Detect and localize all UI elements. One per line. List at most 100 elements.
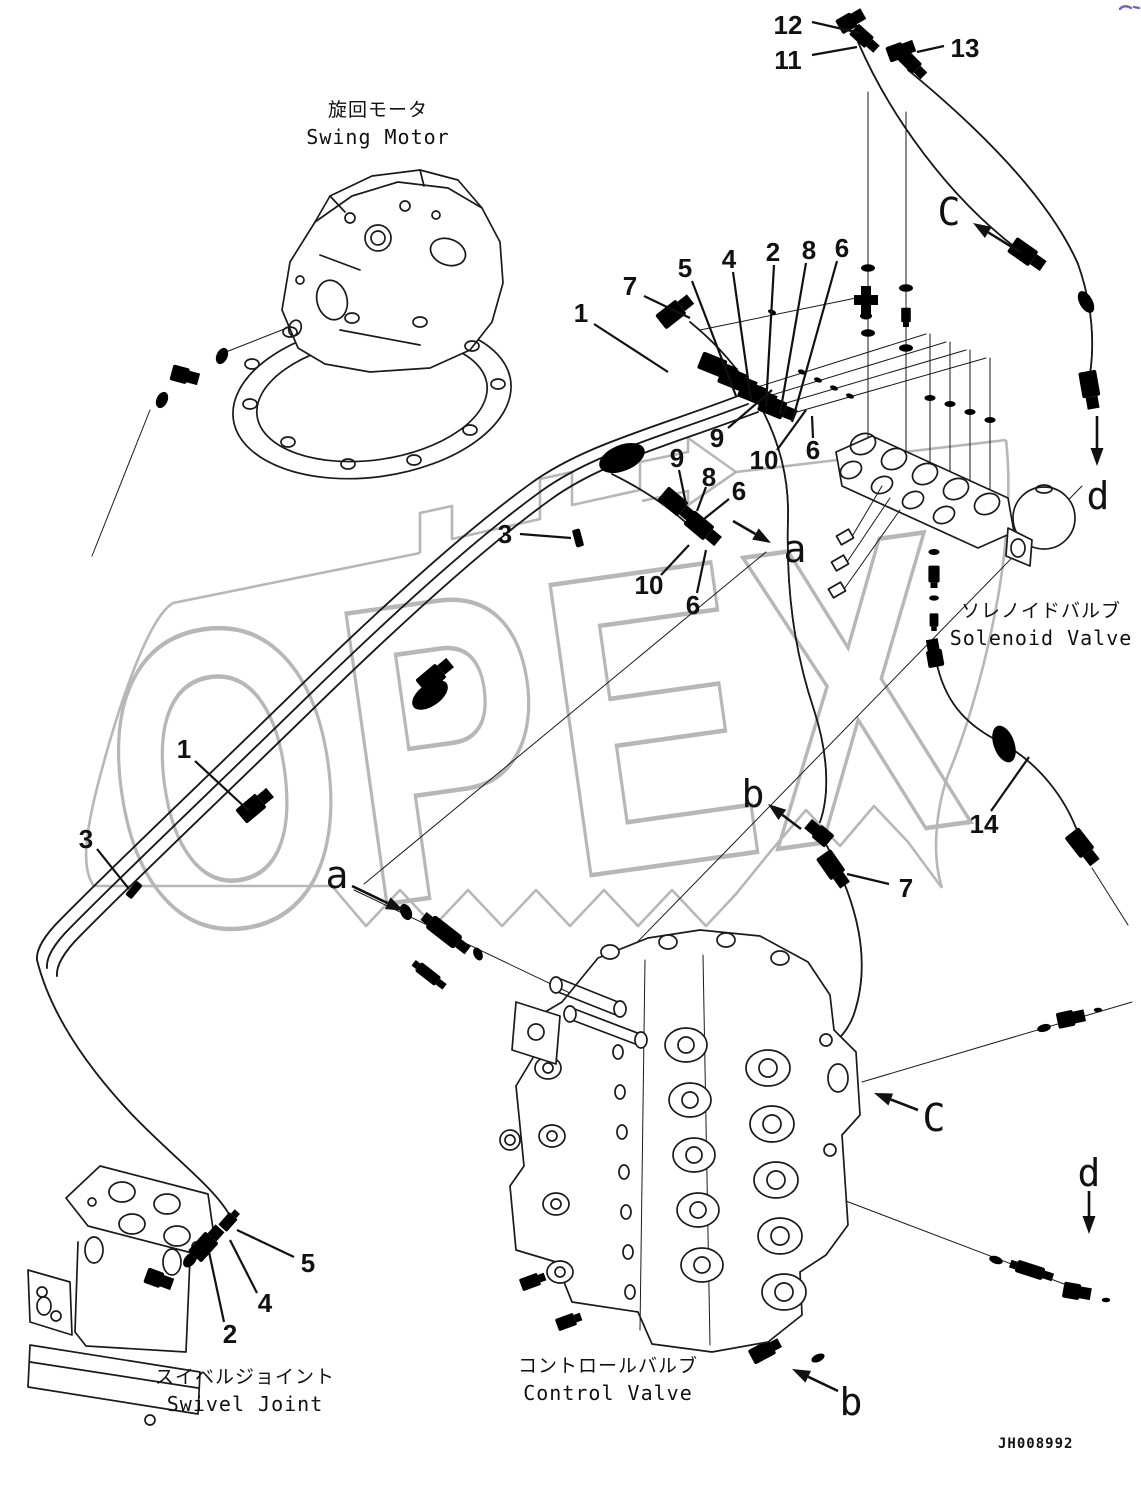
callout-6: 6: [806, 435, 820, 465]
callout-10: 10: [750, 445, 779, 475]
callout-leader-4: [731, 271, 753, 401]
view-arrowhead-a: [384, 897, 404, 911]
callout-14: 14: [970, 809, 999, 839]
pen-mark: [1118, 5, 1141, 11]
view-letter-b: b: [840, 1380, 863, 1424]
control-valve-label: コントロールバルブ Control Valve: [518, 1353, 698, 1407]
callout-leader-7: [846, 872, 890, 886]
view-letter-b: b: [742, 772, 765, 816]
callout-3: 3: [498, 519, 512, 549]
solenoid-valve-label: ソレノイドバルブ Solenoid Valve: [950, 598, 1133, 652]
view-letter-C: C: [923, 1096, 946, 1140]
view-arrowhead-a: [752, 528, 771, 543]
view-arrow-C: [987, 231, 1021, 254]
callout-5: 5: [678, 253, 692, 283]
callout-leader-10: [660, 544, 690, 576]
callout-leader-6: [703, 498, 730, 520]
callout-2: 2: [223, 1319, 237, 1349]
drawing-number: JH008992: [998, 1436, 1074, 1452]
callout-4: 4: [722, 244, 737, 274]
view-arrowhead-b: [792, 1369, 812, 1383]
watermark-border-top: [172, 551, 421, 605]
view-letter-a: a: [326, 853, 349, 897]
view-arrowhead-d: [1082, 1216, 1096, 1234]
control-valve-drawing: [499, 929, 861, 1353]
callout-6: 6: [835, 233, 849, 263]
view-letter-C: C: [938, 190, 961, 234]
callout-leader-6: [695, 549, 708, 594]
view-letter-d: d: [1078, 1151, 1101, 1195]
callout-10: 10: [635, 570, 664, 600]
watermark-text: OPEX: [76, 439, 992, 1030]
callout-leader-1: [194, 760, 250, 812]
view-arrow-C: [890, 1098, 919, 1112]
callout-9: 9: [670, 443, 684, 473]
swivel-joint-label-jp: スイベルジョイント: [154, 1366, 336, 1388]
callout-leader-7: [643, 295, 691, 319]
callout-leader-3: [519, 532, 572, 540]
callout-9: 9: [710, 423, 724, 453]
swing-motor-label-en: Swing Motor: [306, 125, 450, 149]
callout-12: 12: [774, 10, 803, 40]
callout-leader-9: [677, 469, 688, 505]
line-art: [27, 6, 1133, 1426]
callout-leader-8: [695, 486, 708, 512]
opex-watermark: OPEX: [75, 436, 1010, 1032]
callout-leader-9: [727, 389, 773, 429]
swivel-joint-drawing: [27, 1165, 242, 1426]
callout-8: 8: [802, 235, 816, 265]
callout-6: 6: [686, 590, 700, 620]
callout-leader-13: [916, 44, 945, 54]
callout-leader-2: [207, 1251, 226, 1323]
view-arrow-b: [807, 1375, 839, 1393]
elbow-fitting: [169, 364, 201, 388]
callout-leader-8: [778, 262, 808, 415]
view-arrow-a: [351, 884, 389, 905]
callout-13: 13: [951, 33, 980, 63]
view-arrowhead-C: [973, 223, 992, 238]
view-arrowhead-d: [1090, 448, 1104, 466]
callout-leader-10: [776, 409, 807, 451]
callout-leader-3: [96, 848, 130, 890]
callout-leader-14: [990, 756, 1030, 812]
callout-11: 11: [774, 45, 802, 75]
view-letter-a: a: [784, 527, 807, 571]
callout-3: 3: [79, 824, 93, 854]
view-arrowhead-C: [874, 1093, 894, 1106]
callout-leader-2: [764, 264, 776, 407]
callout-7: 7: [899, 873, 913, 903]
callout-1: 1: [177, 734, 191, 764]
callout-leader-6: [810, 415, 815, 439]
watermark-zigzag-upper: [418, 436, 738, 553]
watermark-border-left: [84, 601, 332, 888]
view-arrow-a: [732, 519, 757, 536]
callout-8: 8: [702, 462, 716, 492]
swing-motor-drawing: [153, 169, 512, 480]
swivel-joint-label: スイベルジョイント Swivel Joint: [155, 1364, 335, 1418]
callout-6: 6: [732, 476, 746, 506]
swing-motor-label-jp: 旋回モータ: [327, 99, 429, 121]
view-arrowhead-b: [768, 804, 787, 821]
callout-leader-12: [811, 20, 861, 35]
callout-leader-6: [790, 260, 839, 423]
callout-7: 7: [623, 271, 637, 301]
callout-leader-11: [811, 45, 858, 57]
callout-2: 2: [766, 237, 780, 267]
callout-5: 5: [301, 1248, 315, 1278]
solenoid-valve-drawing: [827, 432, 1076, 599]
callout-leader-5: [690, 280, 738, 397]
control-valve-label-jp: コントロールバルブ: [517, 1355, 699, 1377]
view-arrow-b: [781, 813, 802, 831]
swing-motor-label: 旋回モータ Swing Motor: [306, 97, 449, 151]
callout-leader-1: [593, 323, 669, 373]
callout-4: 4: [258, 1288, 273, 1318]
callout-leader-5: [236, 1229, 295, 1258]
swivel-joint-label-en: Swivel Joint: [166, 1392, 324, 1416]
callout-leader-4: [229, 1239, 258, 1294]
solenoid-valve-label-jp: ソレノイドバルブ: [960, 600, 1122, 622]
solenoid-valve-label-en: Solenoid Valve: [949, 626, 1133, 650]
